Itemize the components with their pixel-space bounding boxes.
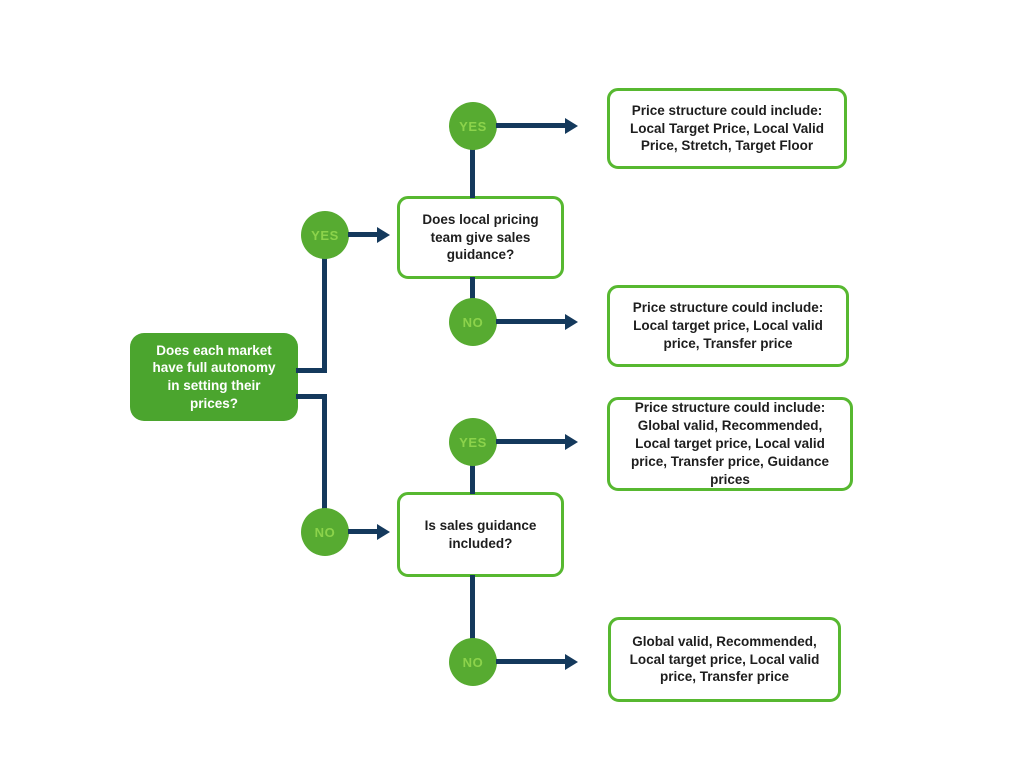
arrowhead-no3-to-result4: [565, 653, 578, 670]
root-question-box: Does each market have full autonomy in s…: [130, 333, 298, 421]
connector-q1-to-yes2: [470, 148, 475, 198]
no-badge-q1: NO: [449, 298, 497, 346]
connector-yes3-to-result3: [496, 439, 566, 444]
connector-q2-to-no3: [470, 575, 475, 640]
connector-root-yes-vertical: [322, 257, 327, 373]
no-badge-q2: NO: [449, 638, 497, 686]
connector-q1-to-no2: [470, 277, 475, 300]
result-box-global-no-guidance: Global valid, Recommended, Local target …: [608, 617, 841, 702]
result-box-local-target-stretch-floor: Price structure could include: Local Tar…: [607, 88, 847, 169]
connector-no1-to-q2: [348, 529, 378, 534]
arrowhead-yes1-to-q1: [377, 226, 390, 243]
connector-no3-to-result4: [496, 659, 566, 664]
connector-root-no-horizontal: [296, 394, 327, 399]
question-box-sales-guidance-included: Is sales guidance included?: [397, 492, 564, 577]
connector-no2-to-result2: [496, 319, 566, 324]
arrowhead-yes2-to-result1: [565, 117, 578, 134]
result-box-local-transfer-price: Price structure could include: Local tar…: [607, 285, 849, 367]
connector-yes2-to-result1: [496, 123, 566, 128]
connector-q2-to-yes3: [470, 464, 475, 494]
arrowhead-no2-to-result2: [565, 313, 578, 330]
yes-badge-q2: YES: [449, 418, 497, 466]
yes-badge-root-branch: YES: [301, 211, 349, 259]
yes-badge-q1: YES: [449, 102, 497, 150]
arrowhead-no1-to-q2: [377, 523, 390, 540]
connector-root-yes-horizontal: [296, 368, 327, 373]
question-box-local-pricing-team: Does local pricing team give sales guida…: [397, 196, 564, 279]
arrowhead-yes3-to-result3: [565, 433, 578, 450]
result-box-global-guidance-prices: Price structure could include: Global va…: [607, 397, 853, 491]
connector-yes1-to-q1: [348, 232, 378, 237]
no-badge-root-branch: NO: [301, 508, 349, 556]
connector-root-no-vertical: [322, 394, 327, 510]
